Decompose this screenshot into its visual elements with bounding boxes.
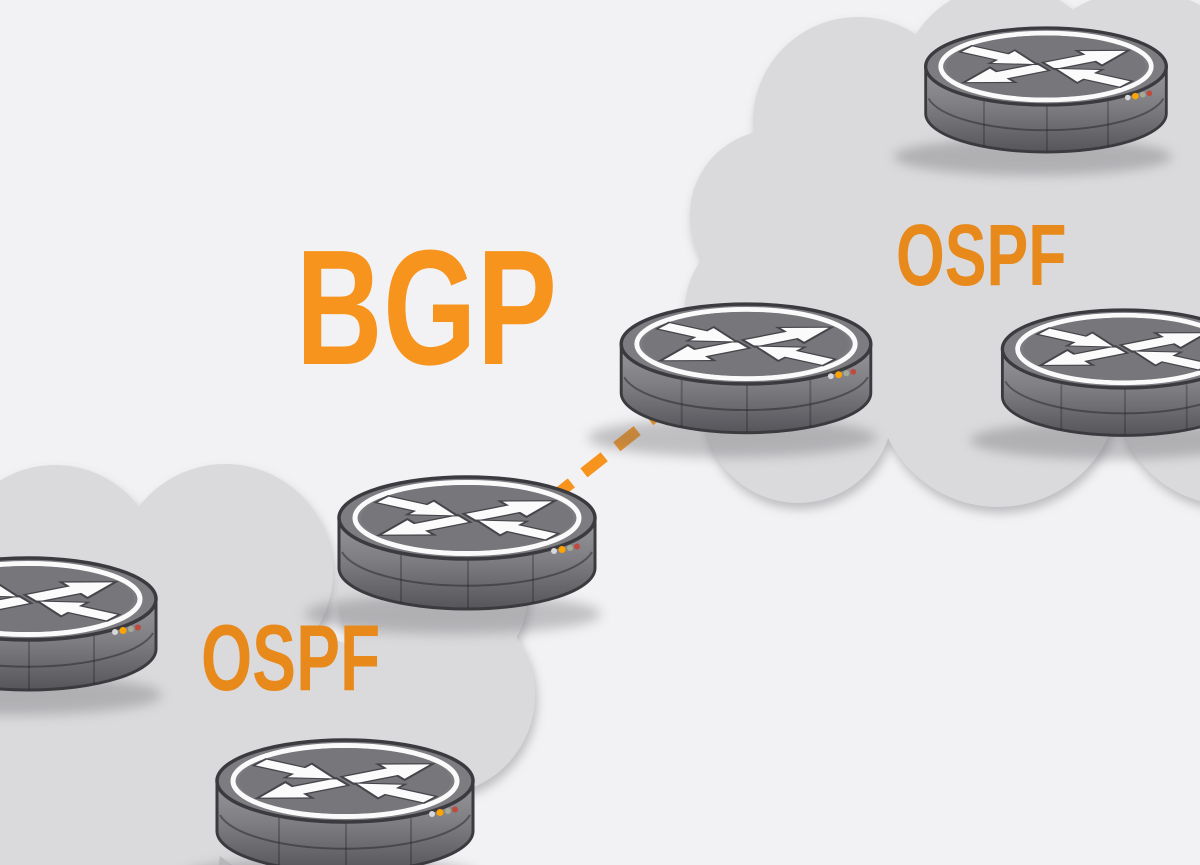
router-icon-right-border	[588, 304, 877, 457]
router-icon-left-edge	[0, 558, 162, 715]
ospf-label-right: OSPF	[896, 207, 1067, 304]
router-icon-top-right	[894, 28, 1172, 176]
bgp-label: BGP	[296, 216, 558, 399]
ospf-label-left: OSPF	[201, 605, 381, 710]
